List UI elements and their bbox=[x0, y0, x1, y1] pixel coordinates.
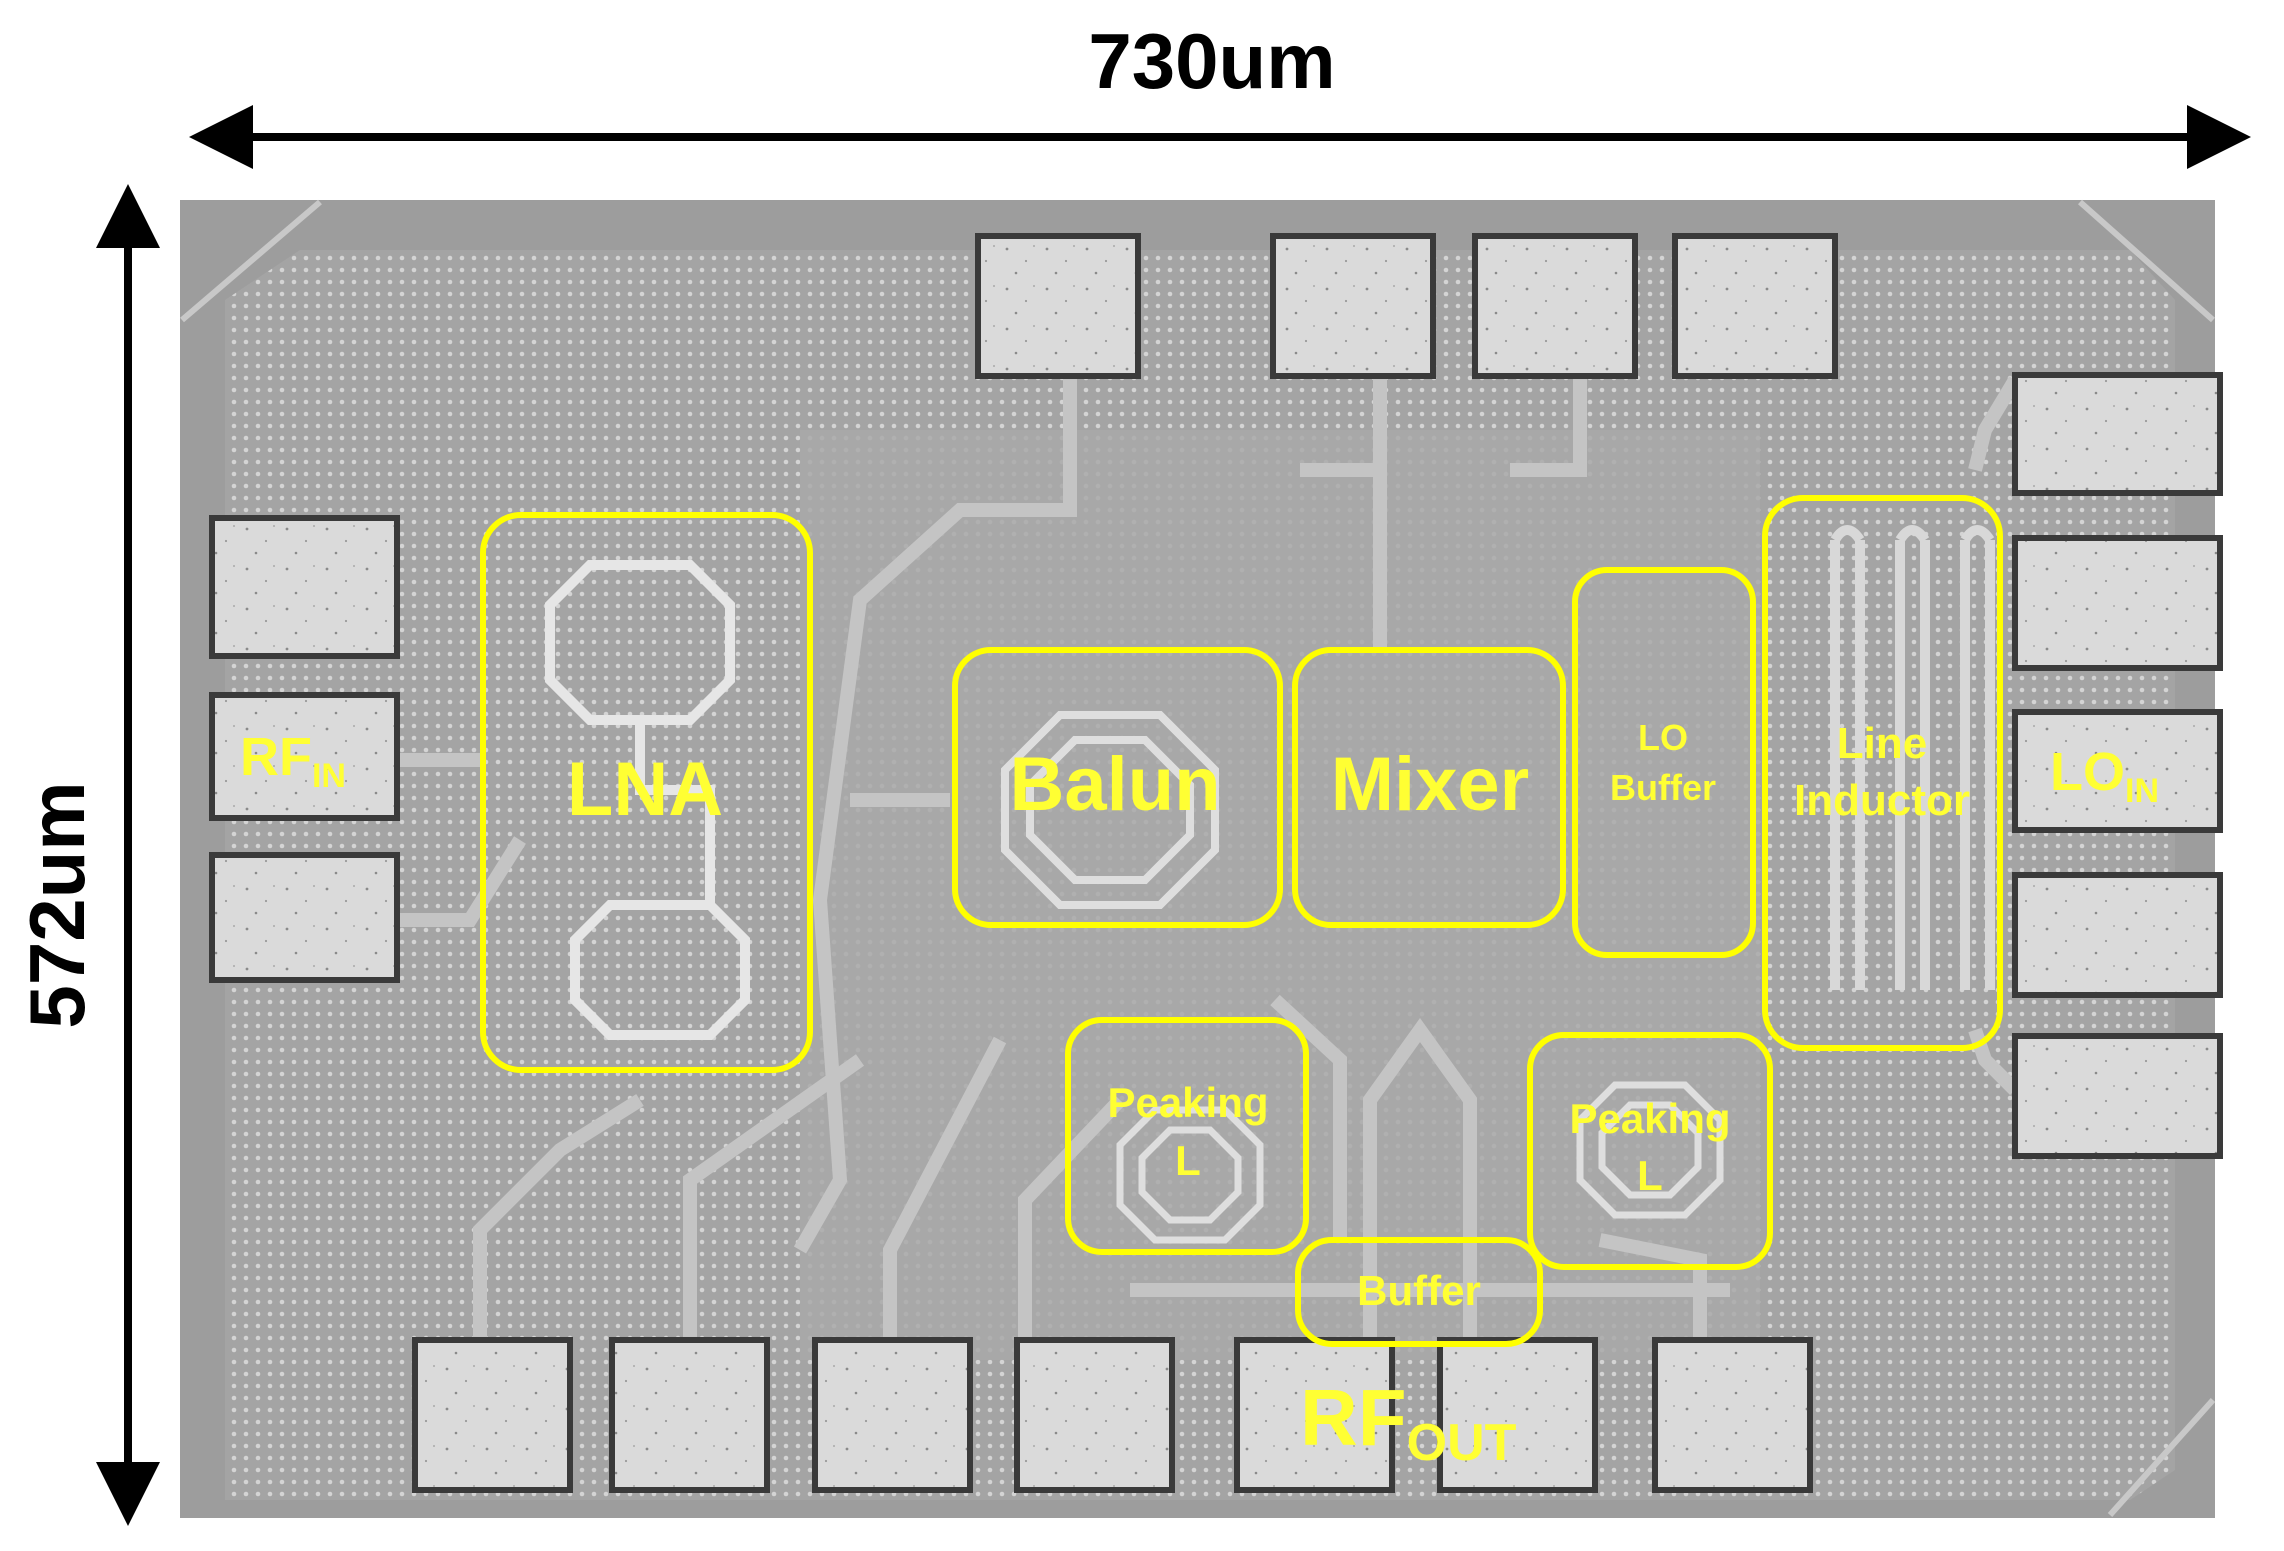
peaking-inductor-graphics bbox=[1116, 1081, 1724, 1244]
bond-pad bbox=[609, 1337, 770, 1493]
rf-in-label: RFIN bbox=[240, 727, 346, 795]
balun-outline bbox=[952, 647, 1283, 928]
width-dimension: 730um bbox=[189, 17, 2251, 169]
bond-pad bbox=[209, 515, 400, 659]
interconnect-traces bbox=[395, 375, 2022, 1360]
lna-outline bbox=[480, 512, 813, 1073]
bond-pad-rf-out bbox=[1234, 1337, 1395, 1493]
lo-buffer-label-line2: Buffer bbox=[1610, 767, 1716, 808]
bond-pad bbox=[1270, 233, 1436, 379]
peaking-l-right-label-line2: L bbox=[1637, 1152, 1663, 1199]
peaking-l-left-label-line1: Peaking bbox=[1107, 1079, 1268, 1126]
height-dimension: 572um bbox=[13, 184, 160, 1526]
bond-pad bbox=[2012, 872, 2223, 998]
block-outlines bbox=[480, 495, 2003, 1347]
lo-buffer-outline bbox=[1572, 567, 1756, 958]
bond-pad bbox=[812, 1337, 973, 1493]
block-labels: LNA Balun Mixer LO Buffer Line Inductor … bbox=[567, 717, 1970, 1314]
rf-out-label: RFOUT bbox=[1300, 1373, 1517, 1472]
peaking-l-left-outline bbox=[1065, 1017, 1309, 1255]
line-inductor-label-line2: Inductor bbox=[1794, 776, 1970, 825]
buffer-label: Buffer bbox=[1357, 1267, 1481, 1314]
seal-ring-corner bbox=[180, 199, 322, 323]
port-labels: RFIN LOIN RFOUT bbox=[240, 727, 2159, 1472]
bond-pad bbox=[2012, 1033, 2223, 1159]
peaking-l-left-label-line2: L bbox=[1175, 1137, 1201, 1184]
bond-pad bbox=[1672, 233, 1838, 379]
bond-pad bbox=[1652, 1337, 1813, 1493]
bond-pad bbox=[412, 1337, 573, 1493]
bond-pad bbox=[1472, 233, 1638, 379]
width-label: 730um bbox=[1088, 17, 1335, 105]
bond-pad-rf-in bbox=[209, 692, 400, 821]
peaking-l-right-outline bbox=[1527, 1032, 1773, 1270]
bond-pad bbox=[1014, 1337, 1175, 1493]
mixer-outline bbox=[1292, 647, 1566, 928]
line-inductor-label-line1: Line bbox=[1837, 719, 1927, 768]
lna-inductor-graphics bbox=[545, 560, 750, 1040]
height-label: 572um bbox=[13, 781, 101, 1028]
bond-pad bbox=[2012, 372, 2223, 496]
lna-label: LNA bbox=[567, 747, 723, 832]
bond-pad-lo-in bbox=[2012, 709, 2223, 833]
bond-pad bbox=[975, 233, 1141, 379]
balun-coil-graphics bbox=[1001, 711, 1219, 909]
bond-pads bbox=[209, 233, 2223, 1493]
bond-pad bbox=[209, 852, 400, 983]
seal-ring-corner bbox=[2078, 199, 2215, 323]
line-inductor-meander bbox=[1830, 525, 1995, 990]
seal-ring-corner bbox=[2107, 1397, 2216, 1518]
buffer-outline bbox=[1295, 1237, 1543, 1347]
bond-pad bbox=[2012, 535, 2223, 671]
lo-in-label: LOIN bbox=[2050, 742, 2159, 810]
mixer-label: Mixer bbox=[1331, 742, 1530, 827]
lo-buffer-label-line1: LO bbox=[1638, 717, 1688, 758]
line-inductor-outline bbox=[1762, 495, 2003, 1051]
balun-label: Balun bbox=[1009, 742, 1220, 827]
peaking-l-right-label-line1: Peaking bbox=[1569, 1095, 1730, 1142]
